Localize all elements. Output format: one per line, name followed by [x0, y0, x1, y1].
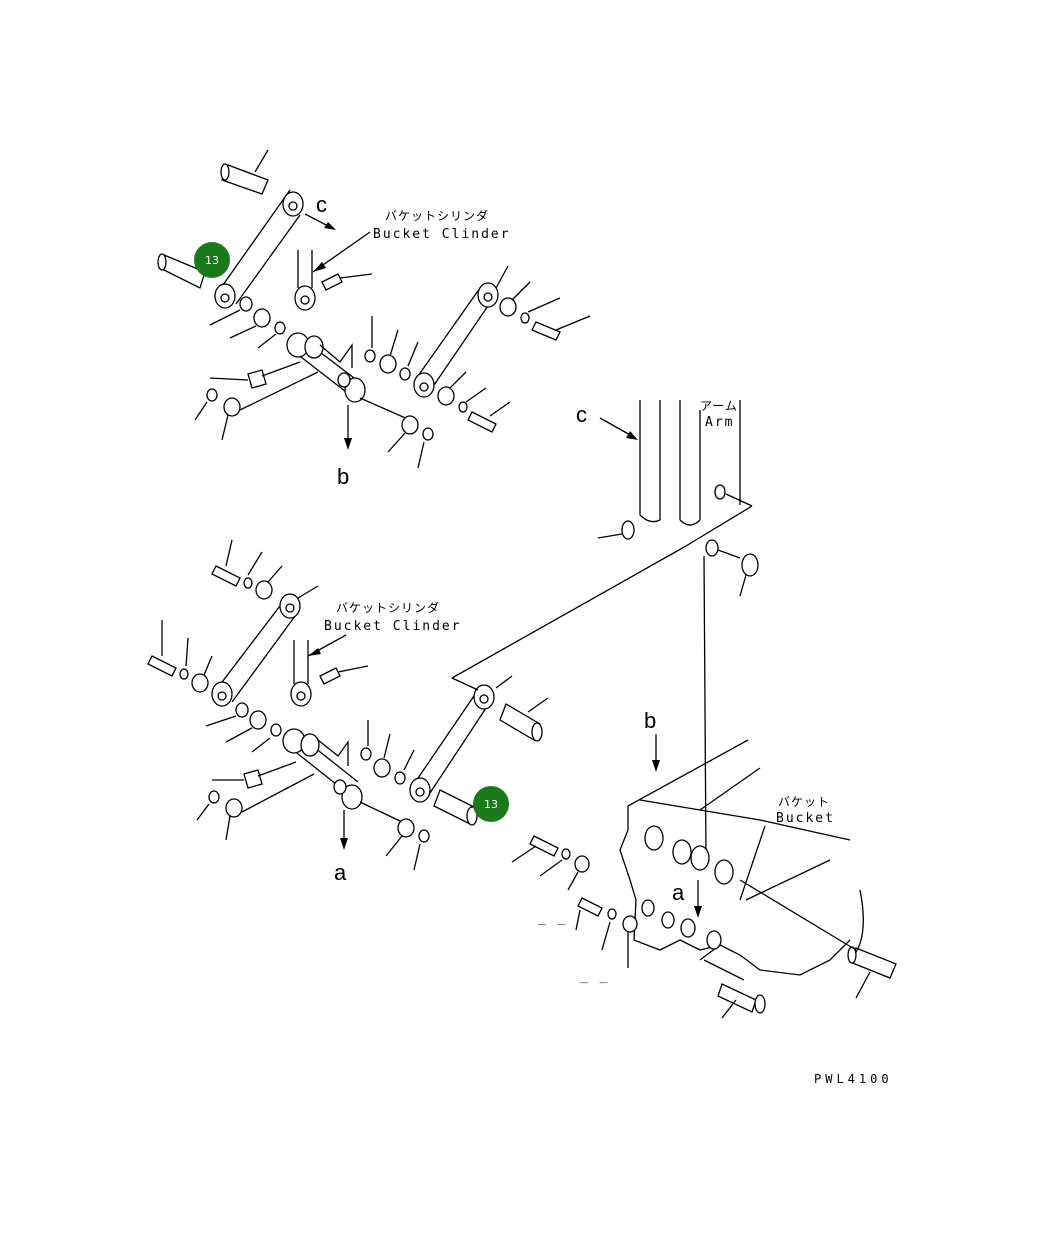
upper-short-link [286, 332, 366, 403]
upper-grease-fitting-2 [209, 361, 301, 389]
upper-arrow-b [344, 397, 411, 450]
arm-label-jp: アーム [700, 399, 738, 413]
bucket-label-b: b [644, 708, 656, 733]
lower-pin-13 [433, 789, 478, 826]
bucket-label-a: a [672, 880, 685, 905]
upper-pin-top [220, 149, 269, 195]
lower-bucket-cylinder-rod [290, 634, 347, 707]
upper-linkage-assembly: c バケットシリンダ Bucket Clinder b 13 [157, 149, 591, 489]
upper-bolt-right [437, 281, 591, 433]
lower-label-a: a [334, 860, 347, 885]
connection-line-arm-bucket [703, 555, 707, 861]
lower-arrow-a [340, 801, 403, 850]
lower-link-left [211, 585, 319, 707]
arm-assembly: c アーム Arm [576, 399, 759, 597]
connection-line-arm-link [451, 545, 687, 679]
upper-arrow-c [304, 213, 336, 230]
bucket-label-en: Bucket [776, 811, 835, 826]
bucket-dash-2: _ _ [580, 969, 609, 984]
lower-short-link [282, 728, 363, 810]
lower-label-bucket-cylinder-en: Bucket Clinder [324, 619, 462, 634]
upper-bucket-cylinder-rod [294, 231, 371, 311]
callout-badge-upper: 13 [194, 242, 230, 278]
upper-label-b: b [337, 464, 349, 489]
upper-grease-fitting [321, 273, 373, 291]
lower-bolt-left [147, 620, 213, 693]
lower-bushings-bottom [196, 773, 315, 841]
callout-number-lower: 13 [484, 798, 498, 811]
lower-bushings-left [205, 702, 282, 753]
bucket-label-jp: バケット [778, 795, 830, 809]
arm-label-en: Arm [705, 415, 734, 430]
lower-link-right [409, 675, 513, 803]
upper-label-c: c [316, 192, 327, 217]
bucket-dash-1: _ _ [538, 911, 567, 926]
upper-bushings-left [209, 296, 286, 349]
badge-circle [194, 242, 230, 278]
upper-bushings-right [364, 316, 434, 469]
lower-grease-fitting-2 [212, 761, 297, 789]
bucket-assembly: _ _ _ _ b a バケット Bucket [511, 708, 897, 1019]
lower-pin-right [499, 697, 549, 742]
upper-label-bucket-cylinder-en: Bucket Clinder [373, 227, 511, 242]
lower-bushings-right [360, 720, 430, 871]
lower-grease-fitting [319, 665, 369, 685]
callout-number-upper: 13 [205, 254, 219, 267]
upper-link-left [214, 189, 304, 309]
upper-pin-13 [157, 253, 206, 289]
lower-bolt-top [211, 539, 283, 600]
callout-badge-lower: 13 [473, 786, 509, 822]
upper-bushings-bottom [194, 371, 319, 441]
badge-circle [473, 786, 509, 822]
upper-label-bucket-cylinder-jp: バケットシリンダ [385, 208, 489, 223]
drawing-code: PWL4100 [814, 1072, 893, 1086]
lower-linkage-assembly: バケットシリンダ Bucket Clinder a 13 [147, 539, 549, 885]
arm-label-c: c [576, 402, 587, 427]
upper-link-right [413, 265, 509, 398]
lower-label-bucket-cylinder-jp: バケットシリンダ [336, 600, 440, 615]
